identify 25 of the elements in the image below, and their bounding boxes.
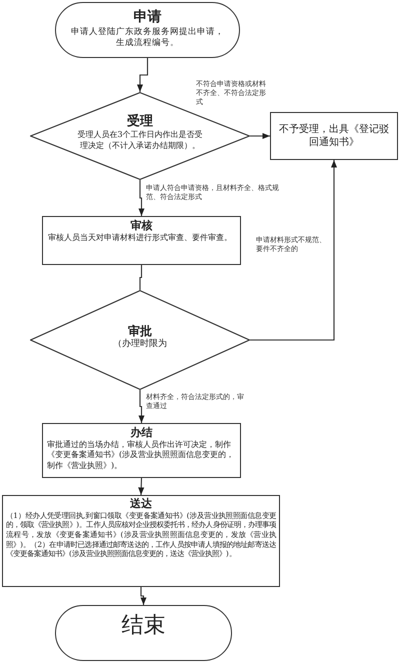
node-text: 审核人员当天对申请材料进行形式审查、要件审查。 (48, 232, 233, 244)
node-text: 结束 (120, 612, 166, 640)
arrow (138, 390, 145, 423)
process-box (2, 495, 280, 587)
decision-diamond (30, 290, 250, 390)
process-box (270, 112, 398, 160)
node-text: 申请人登陆广东政务服务网提出申请，生成流程编号。 (70, 26, 225, 49)
process-box (42, 216, 241, 265)
node-title: 审批 (127, 324, 153, 338)
node-title: 受理 (126, 114, 154, 130)
arrow (136, 58, 148, 92)
node-title: 申请 (132, 9, 162, 26)
arrow (138, 180, 145, 216)
node-title: 审核 (130, 219, 154, 233)
node-text: （办理时限为 (112, 339, 168, 351)
arrow (250, 160, 338, 341)
node-text: 不予受理，出具《登记驳回通知书》 (278, 123, 390, 149)
node-text: 受理人员在3个工作日内作出是否受理决定（不计入承诺办结期限）。 (76, 130, 204, 152)
node-title: 送达 (129, 497, 153, 511)
process-box (42, 423, 241, 478)
node-title: 办结 (129, 426, 154, 440)
node-text: 审批通过的当场办结，审核人员作出许可决定，制作《变更备案通知书》(涉及营业执照照面信息变更的，制作《营业执照》)。 (47, 440, 236, 471)
arrow (140, 587, 147, 605)
arrow (138, 478, 144, 496)
arrow (250, 132, 270, 140)
